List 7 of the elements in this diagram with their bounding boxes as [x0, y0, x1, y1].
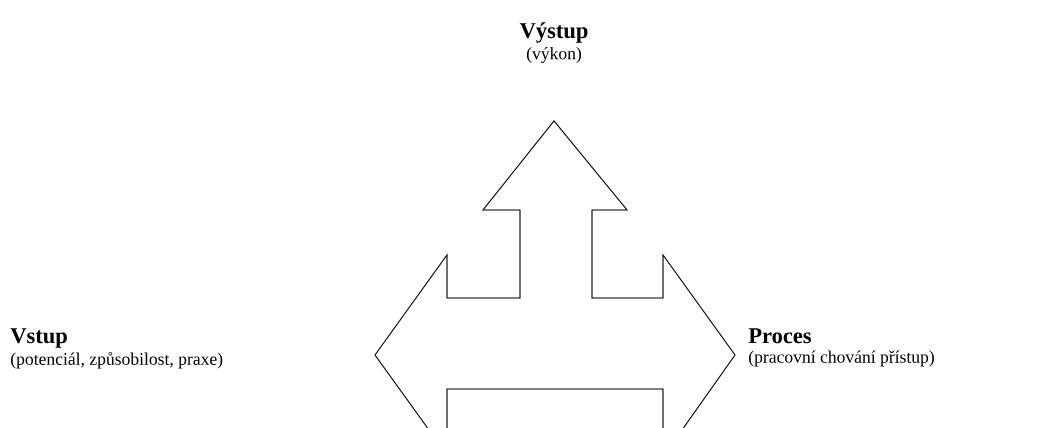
heading: Proces: [748, 328, 812, 344]
heading: Výstup: [519, 22, 588, 43]
description: (potenciál, způsobilost, praxe): [11, 352, 223, 369]
block-arrow-drawing: [374, 120, 736, 428]
description: (pracovní chování přístup): [749, 350, 934, 367]
description: (výkon): [526, 47, 582, 63]
heading: Vstup: [10, 328, 67, 348]
